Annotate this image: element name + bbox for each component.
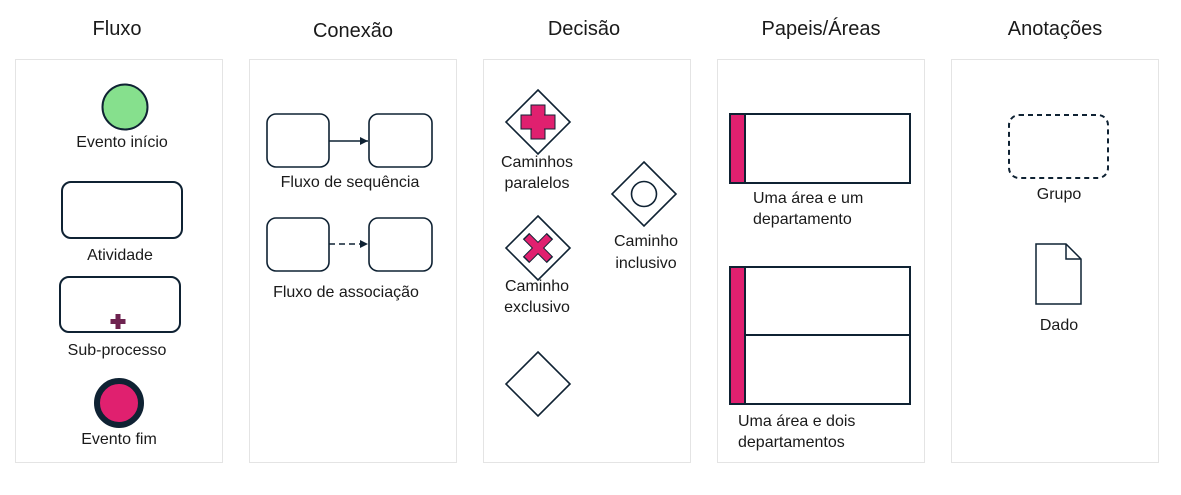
- label-dado: Dado: [1039, 317, 1079, 334]
- parallel-gateway-shape: [504, 88, 572, 156]
- association-target-box: [368, 217, 433, 272]
- label-caminho-inclusivo-line1: Caminho: [613, 233, 679, 250]
- subprocess-plus-icon: [110, 314, 126, 329]
- label-fluxo-sequencia: Fluxo de sequência: [280, 174, 420, 191]
- label-evento-inicio: Evento início: [76, 134, 168, 151]
- pool-two-lanes-shape: [729, 266, 911, 405]
- inclusive-gateway-shape: [610, 160, 678, 228]
- activity-shape: [61, 181, 183, 239]
- column-title-conexao: Conexão: [312, 20, 394, 42]
- label-caminho-inclusivo-line2: inclusivo: [615, 255, 677, 272]
- sequence-target-box: [368, 113, 433, 168]
- label-grupo: Grupo: [1036, 186, 1082, 203]
- label-atividade: Atividade: [87, 247, 153, 264]
- label-caminho-exclusivo-line2: exclusivo: [504, 299, 570, 316]
- label-caminho-exclusivo-line1: Caminho: [504, 278, 570, 295]
- association-source-box: [266, 217, 330, 272]
- gateway-shape: [504, 350, 572, 418]
- pool-one-lane-shape: [729, 113, 911, 184]
- label-fluxo-associacao: Fluxo de associação: [273, 284, 419, 301]
- subprocess-shape: [59, 276, 181, 333]
- start-event-shape: [101, 83, 149, 131]
- data-object-icon: [1035, 243, 1082, 305]
- exclusive-gateway-shape: [504, 214, 572, 282]
- group-shape: [1008, 114, 1109, 179]
- end-event-shape: [94, 378, 144, 428]
- label-uma-area-um-line1: Uma área e um: [753, 190, 864, 207]
- label-uma-area-dois-line1: Uma área e dois: [738, 413, 856, 430]
- label-uma-area-um-line2: departamento: [753, 211, 852, 228]
- column-title-fluxo: Fluxo: [92, 18, 142, 40]
- label-caminhos-paralelos-line2: paralelos: [504, 175, 570, 192]
- column-title-decisao: Decisão: [547, 18, 621, 40]
- column-title-anotacoes: Anotações: [1007, 18, 1103, 40]
- label-evento-fim: Evento fim: [81, 431, 157, 448]
- label-caminhos-paralelos-line1: Caminhos: [500, 154, 574, 171]
- label-uma-area-dois-line2: departamentos: [738, 434, 845, 451]
- column-title-papeis: Papeis/Áreas: [761, 18, 881, 40]
- label-sub-processo: Sub-processo: [67, 342, 167, 359]
- sequence-source-box: [266, 113, 330, 168]
